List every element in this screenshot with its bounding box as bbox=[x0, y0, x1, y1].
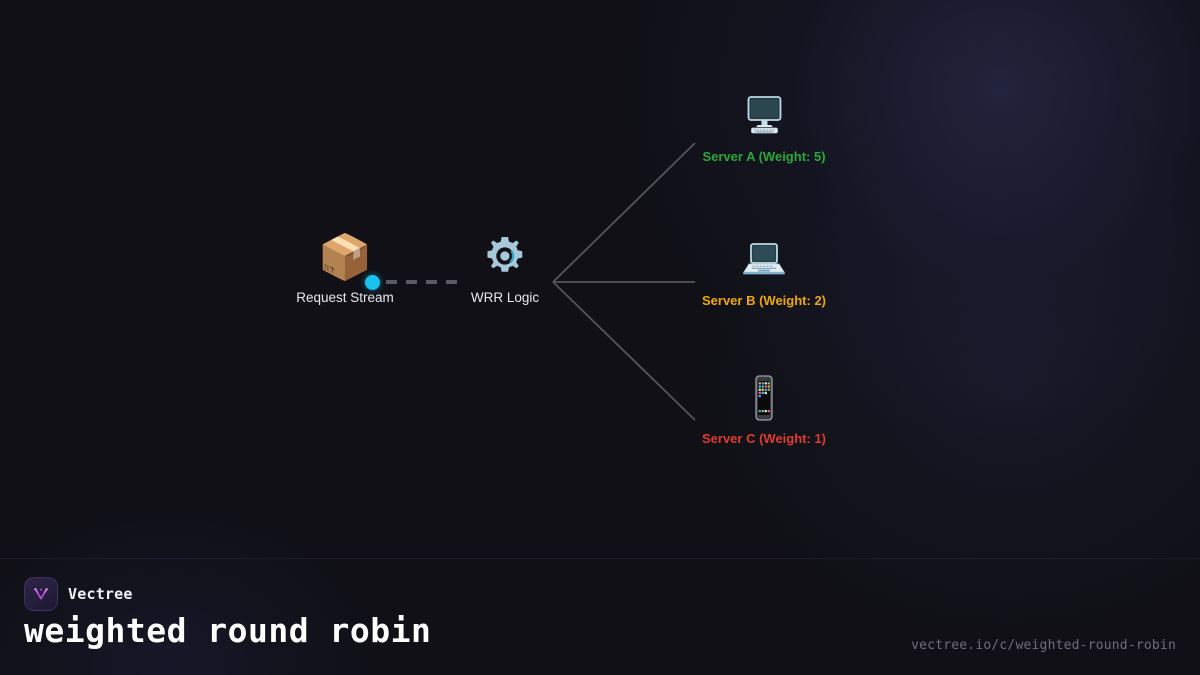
node-request-stream[interactable]: 📦 Request Stream bbox=[296, 232, 394, 305]
node-wrr-logic[interactable]: WRR Logic bbox=[471, 232, 539, 305]
node-wrr-logic-label: WRR Logic bbox=[470, 290, 540, 305]
node-server-c-label: Server C (Weight: 1) bbox=[701, 431, 827, 446]
package-box-icon: 📦 bbox=[317, 232, 373, 283]
desktop-computer-icon-glyph bbox=[747, 96, 781, 134]
desktop-computer-icon bbox=[702, 91, 825, 143]
laptop-icon bbox=[702, 235, 826, 287]
edge-to-server-c bbox=[552, 281, 696, 421]
node-server-b[interactable]: Server B (Weight: 2) bbox=[702, 235, 826, 308]
node-server-a[interactable]: Server A (Weight: 5) bbox=[702, 91, 826, 164]
load-balancer-diagram: 📦 Request Stream WRR Logic bbox=[296, 91, 826, 446]
mobile-phone-icon-glyph bbox=[755, 375, 773, 421]
brand-name: Vectree bbox=[68, 585, 133, 603]
footer-url: vectree.io/c/weighted-round-robin bbox=[911, 638, 1176, 653]
packet-indicator-dot bbox=[364, 274, 380, 290]
laptop-icon-glyph bbox=[742, 243, 785, 275]
footer: Vectree weighted round robin vectree.io/… bbox=[0, 558, 1200, 675]
node-server-c[interactable]: Server C (Weight: 1) bbox=[702, 373, 826, 446]
vectree-logo-glyph bbox=[34, 587, 48, 600]
brand-row: Vectree bbox=[24, 577, 133, 611]
node-server-a-label: Server A (Weight: 5) bbox=[702, 149, 826, 164]
gear-icon-glyph bbox=[487, 237, 523, 272]
vectree-logo-icon bbox=[24, 577, 58, 611]
node-request-stream-label: Request Stream bbox=[296, 290, 394, 305]
gear-icon bbox=[471, 232, 539, 284]
edge-to-server-a bbox=[552, 142, 696, 283]
node-server-b-label: Server B (Weight: 2) bbox=[701, 293, 827, 308]
diagram-edges bbox=[366, 142, 696, 421]
page-title: weighted round robin bbox=[24, 611, 432, 650]
mobile-phone-icon bbox=[702, 373, 826, 425]
